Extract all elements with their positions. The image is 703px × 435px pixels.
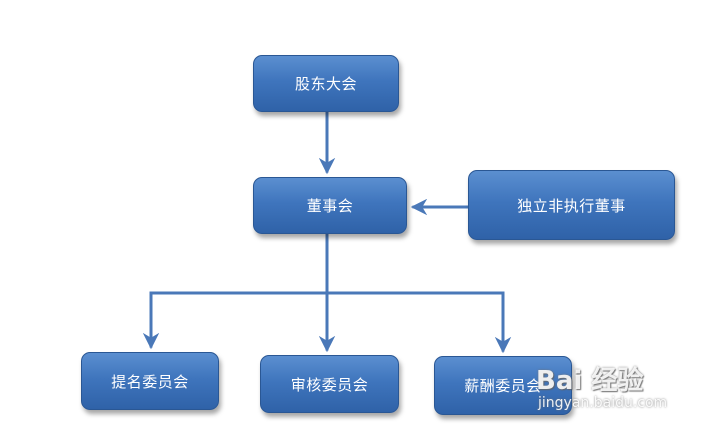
shareholders-meeting-label: 股东大会 bbox=[294, 75, 357, 93]
board-of-directors-node: 董事会 bbox=[253, 177, 407, 234]
audit-committee-label: 审核委员会 bbox=[290, 375, 369, 394]
independent-directors-label: 独立非执行董事 bbox=[517, 196, 626, 215]
shareholders-meeting-node: 股东大会 bbox=[253, 55, 399, 112]
nomination-committee-label: 提名委员会 bbox=[111, 372, 189, 391]
independent-directors-node: 独立非执行董事 bbox=[468, 170, 675, 240]
remuneration-committee-label: 薪酬委员会 bbox=[464, 377, 542, 395]
nomination-committee-node: 提名委员会 bbox=[81, 352, 219, 410]
audit-committee-node: 审核委员会 bbox=[260, 355, 399, 413]
board-of-directors-label: 董事会 bbox=[306, 197, 354, 215]
remuneration-committee-node: 薪酬委员会 bbox=[434, 356, 572, 415]
